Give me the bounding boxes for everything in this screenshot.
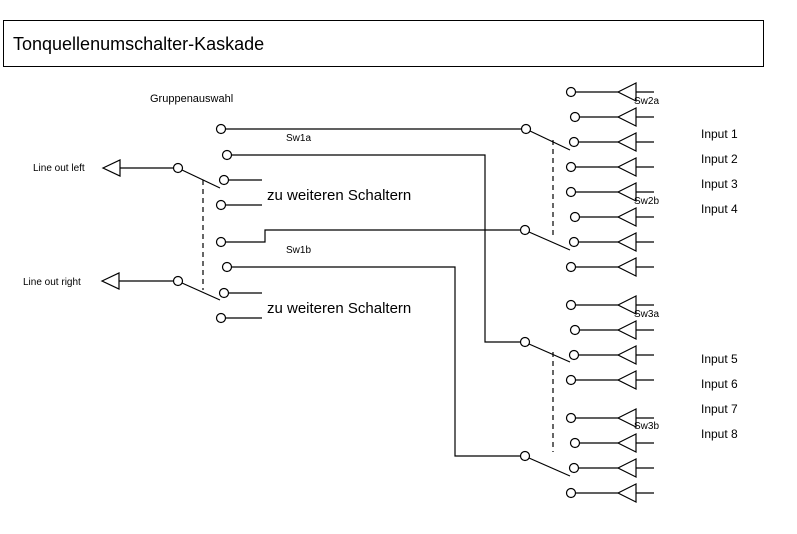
sw3b-lever <box>528 457 571 477</box>
input-buffer-12 <box>616 370 637 390</box>
switch-lever-left <box>181 169 221 189</box>
switch-lever-right <box>181 282 221 301</box>
sw-terminal-6 <box>569 211 581 223</box>
sw-terminal-7 <box>568 236 580 248</box>
terminal-right-common <box>172 275 184 287</box>
input-label: Input 1 <box>701 127 738 141</box>
title-box: Tonquellenumschalter-Kaskade <box>3 20 764 67</box>
input-buffer-15 <box>616 458 637 478</box>
input-buffer-14 <box>616 433 637 453</box>
input-buffer-4 <box>616 157 637 177</box>
sw-terminal-1 <box>565 86 577 98</box>
sw-terminal-9 <box>565 299 577 311</box>
sw1a-terminal-2 <box>221 149 233 161</box>
input-buffer-11 <box>616 345 637 365</box>
sw-terminal-13 <box>565 412 577 424</box>
sw-terminal-15 <box>568 462 580 474</box>
label-sw2b: Sw2b <box>634 196 659 207</box>
sw1b-terminal-1 <box>215 236 227 248</box>
sw3a-lever <box>528 343 571 363</box>
label-further-switches-1: zu weiteren Schaltern <box>267 187 411 204</box>
sw-terminal-5 <box>565 186 577 198</box>
sw-terminal-12 <box>565 374 577 386</box>
label-sw3a: Sw3a <box>634 309 659 320</box>
sw-terminal-11 <box>568 349 580 361</box>
label-further-switches-2: zu weiteren Schaltern <box>267 300 411 317</box>
sw-terminal-2 <box>569 111 581 123</box>
terminal-left-common <box>172 162 184 174</box>
label-sw1a: Sw1a <box>286 133 311 144</box>
sw1a-terminal-1 <box>215 123 227 135</box>
input-label: Input 2 <box>701 152 738 166</box>
input-buffer-2 <box>616 107 637 127</box>
sw-terminal-10 <box>569 324 581 336</box>
sw2b-common <box>519 224 531 236</box>
label-line-out-right: Line out right <box>23 277 81 288</box>
sw3a-common <box>519 336 531 348</box>
sw1a-terminal-4 <box>215 199 227 211</box>
input-label: Input 6 <box>701 377 738 391</box>
wire-sw1b-to-sw3b <box>232 266 521 457</box>
sw2a-lever <box>529 130 571 151</box>
sw1a-terminal-3 <box>218 174 230 186</box>
input-label: Input 3 <box>701 177 738 191</box>
input-buffer-16 <box>616 483 637 503</box>
input-label: Input 7 <box>701 402 738 416</box>
sw-terminal-4 <box>565 161 577 173</box>
buffer-line-out-right <box>100 272 120 290</box>
sw-terminal-3 <box>568 136 580 148</box>
input-buffer-7 <box>616 232 637 252</box>
sw-terminal-8 <box>565 261 577 273</box>
diagram-title: Tonquellenumschalter-Kaskade <box>13 34 265 54</box>
label-sw1b: Sw1b <box>286 245 311 256</box>
sw1b-terminal-3 <box>218 287 230 299</box>
input-label: Input 8 <box>701 427 738 441</box>
wire-sw1a-to-sw3a <box>232 154 521 343</box>
sw1b-terminal-2 <box>221 261 233 273</box>
label-sw2a: Sw2a <box>634 96 659 107</box>
label-line-out-left: Line out left <box>33 163 85 174</box>
input-buffer-8 <box>616 257 637 277</box>
label-group-select: Gruppenauswahl <box>150 93 233 105</box>
sw1b-terminal-4 <box>215 312 227 324</box>
buffer-line-out-left <box>101 159 121 177</box>
sw3b-common <box>519 450 531 462</box>
sw2b-lever <box>528 231 571 251</box>
sw-terminal-14 <box>569 437 581 449</box>
label-sw3b: Sw3b <box>634 421 659 432</box>
sw2a-common <box>520 123 532 135</box>
sw-terminal-16 <box>565 487 577 499</box>
input-buffer-6 <box>616 207 637 227</box>
wire-sw1b-to-sw2b <box>226 229 521 243</box>
input-label: Input 4 <box>701 202 738 216</box>
input-label: Input 5 <box>701 352 738 366</box>
input-buffer-3 <box>616 132 637 152</box>
input-buffer-10 <box>616 320 637 340</box>
